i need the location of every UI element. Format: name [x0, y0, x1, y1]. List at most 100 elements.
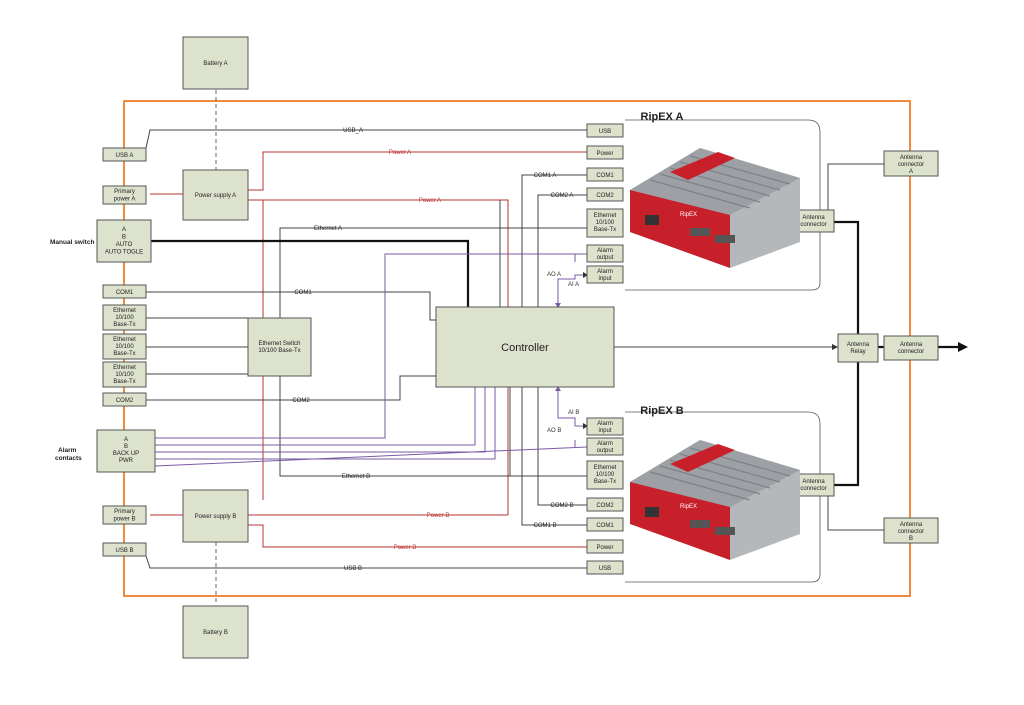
battery-b-block: Battery B	[182, 605, 249, 659]
alarm-contacts-block: A B BACK UP PWR	[96, 429, 156, 473]
label-com2-a: COM2 A	[551, 193, 574, 199]
alarm-box-backup: BACK UP	[113, 451, 139, 457]
ripex-b-ports: Alarm input Alarm output Ethernet 10/100…	[586, 417, 624, 575]
label-com2-main: COM2	[292, 398, 310, 404]
ethernet-3-line2: 10/100	[115, 372, 134, 378]
ripex-a-device-image: RipEX	[630, 148, 800, 268]
primary-power-a-line1: Primary	[114, 189, 135, 195]
power-supply-b-block: Power supply B	[182, 489, 249, 543]
port-b-alarm-input-2: input	[598, 428, 611, 434]
port-a-power: Power	[596, 151, 613, 157]
wire-usb-b	[145, 555, 587, 569]
wire-antenna-b	[834, 362, 860, 487]
controller-block: Controller	[435, 306, 615, 388]
port-b-alarm-output-2: output	[597, 448, 614, 454]
label-power-b-mid: Power B	[427, 513, 450, 519]
primary-power-b-block: Primary power B	[102, 505, 147, 525]
antenna-relay-block: Antenna Relay	[837, 333, 879, 363]
label-ao-a: AO A	[547, 272, 561, 278]
port-a-alarm-output-2: output	[597, 255, 614, 261]
ripex-a-brand-text: RipEX	[680, 212, 697, 218]
wire-com2-a	[537, 194, 587, 307]
ripex-b-title: RipEX B	[640, 405, 683, 417]
label-ao-b: AO B	[547, 428, 561, 434]
label-ai-b: AI B	[568, 410, 579, 416]
wire-ethernet-b	[279, 376, 587, 477]
power-supply-b-label: Power supply B	[195, 514, 237, 520]
power-supply-a-block: Power supply A	[182, 169, 249, 221]
com1-block: COM1	[102, 284, 147, 299]
ripex-a-title: RipEX A	[641, 111, 684, 123]
primary-power-a-block: Primary power A	[102, 185, 147, 205]
manual-switch-auto: AUTO	[116, 242, 133, 248]
ethernet-switch-line2: 10/100 Base-Tx	[258, 348, 300, 354]
port-a-com2: COM2	[596, 193, 614, 199]
ethernet-1-line3: Base-Tx	[113, 322, 135, 328]
manual-switch-a: A	[122, 227, 126, 233]
label-usb-b: USB B	[344, 566, 362, 572]
label-power-a-mid: Power A	[419, 198, 441, 204]
ethernet-1-line2: 10/100	[115, 315, 134, 321]
antenna-connector-a-ext-block: Antenna connector A	[883, 150, 939, 177]
label-com2-b: COM2 B	[550, 503, 573, 509]
ripex-a-antenna-1: Antenna	[802, 215, 825, 221]
ethernet-3-line3: Base-Tx	[113, 379, 135, 385]
antenna-b-ext-3: B	[909, 536, 913, 542]
label-com1-b: COM1 B	[533, 523, 556, 529]
alarm-contacts-label-1: Alarm	[58, 447, 77, 454]
antenna-b-ext-2: connector	[898, 529, 924, 535]
port-a-ethernet-1: Ethernet	[594, 213, 617, 219]
ripex-a-antenna-block: Antenna connector	[792, 209, 835, 233]
port-a-usb: USB	[599, 129, 611, 135]
wire-com1-a	[521, 174, 587, 307]
ethernet-1-line1: Ethernet	[113, 308, 136, 314]
port-a-alarm-input-2: input	[598, 276, 611, 282]
label-com1-a: COM1 A	[534, 173, 557, 179]
battery-b-label: Battery B	[203, 630, 228, 636]
wire-manual-switch	[151, 239, 470, 307]
wire-power-b-low	[248, 524, 587, 548]
label-ethernet-a: Ethernet A	[314, 226, 342, 232]
ethernet-3-block: Ethernet 10/100 Base-Tx	[102, 361, 147, 388]
manual-switch-label: Manual switch	[50, 239, 94, 246]
port-b-alarm-input-1: Alarm	[597, 421, 613, 427]
port-a-alarm-output-1: Alarm	[597, 248, 613, 254]
port-b-com1: COM1	[596, 523, 614, 529]
antenna-b-ext-1: Antenna	[900, 522, 923, 528]
ripex-b-device-image: RipEX	[630, 440, 800, 560]
battery-a-label: Battery A	[203, 61, 227, 67]
wire-antenna-a	[834, 220, 860, 334]
label-power-a-top: Power A	[389, 150, 411, 156]
label-ai-a: AI A	[568, 282, 579, 288]
antenna-relay-1: Antenna	[847, 342, 870, 348]
antenna-main-1: Antenna	[900, 342, 923, 348]
manual-switch-auto-togle: AUTO TOGLE	[105, 250, 143, 256]
ripex-a-outline	[625, 119, 821, 291]
power-supply-a-label: Power supply A	[195, 193, 236, 199]
wire-ethernet-a	[279, 227, 587, 318]
usb-a-block: USB A	[102, 147, 147, 162]
controller-label: Controller	[501, 342, 549, 354]
wire-com1-main	[146, 291, 436, 321]
wire-com1-b	[521, 387, 587, 526]
antenna-a-ext-3: A	[909, 169, 913, 175]
ripex-a-ports: USB Power COM1 COM2 Ethernet 10/100 Base…	[586, 123, 624, 284]
alarm-box-pwr: PWR	[119, 458, 134, 464]
battery-a-block: Battery A	[182, 36, 249, 90]
port-b-usb: USB	[599, 566, 611, 572]
wire-com2-b	[537, 387, 587, 506]
alarm-box-a: A	[124, 437, 128, 443]
port-b-ethernet-1: Ethernet	[594, 465, 617, 471]
port-b-com2: COM2	[596, 503, 614, 509]
wire-power-a-top	[248, 151, 587, 191]
com2-label: COM2	[116, 398, 134, 404]
label-power-b-low: Power B	[394, 545, 417, 551]
port-a-ethernet-3: Base-Tx	[594, 227, 616, 233]
port-b-ethernet-3: Base-Tx	[594, 479, 616, 485]
ripex-b-antenna-2: connector	[800, 486, 826, 492]
ethernet-2-line2: 10/100	[115, 344, 134, 350]
primary-power-a-line2: power A	[114, 197, 136, 203]
usb-a-label: USB A	[116, 153, 134, 159]
port-b-alarm-output-1: Alarm	[597, 441, 613, 447]
wire-power-a-mid	[248, 199, 509, 515]
